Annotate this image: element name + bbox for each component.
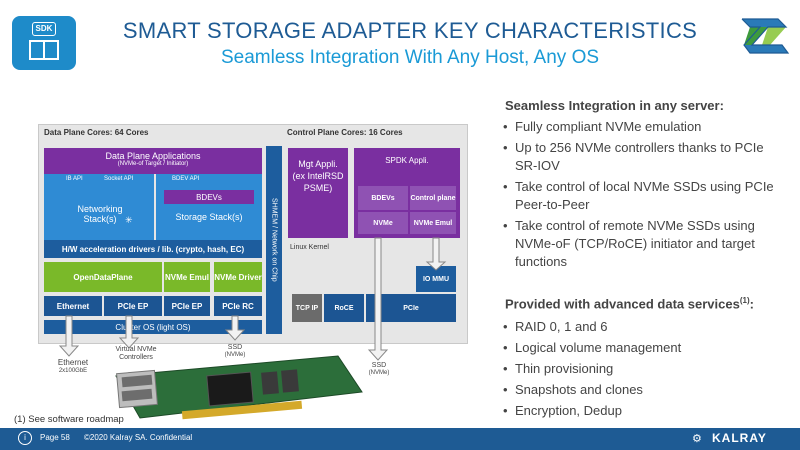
list-item: •Take control of local NVMe SSDs using P… xyxy=(503,179,774,212)
list-item: •Encryption, Dedup xyxy=(503,403,622,418)
linux-kernel-label: Linux Kernel xyxy=(290,244,329,251)
sdk-icon: SDK xyxy=(12,16,76,70)
footer-bar: i Page 58 ©2020 Kalray SA. Confidential … xyxy=(0,428,800,450)
integration-heading: Seamless Integration in any server: xyxy=(505,98,724,113)
nvme-emul-box: NVMe Emul xyxy=(164,262,210,292)
roce-box: RoCE xyxy=(324,294,364,322)
storage-stack-box xyxy=(156,174,262,240)
ethernet-speed-label: 2x100GbE xyxy=(58,368,88,374)
adapter-card-image xyxy=(115,355,363,420)
data-services-heading: Provided with advanced data services(1): xyxy=(505,296,754,312)
data-plane-apps-subtitle: (NVMe-of Target / Initiator) xyxy=(117,161,189,167)
shmem-label: SHMEM / Network on Chip xyxy=(270,198,278,282)
sdk-label: SDK xyxy=(32,22,56,36)
networking-stack-box xyxy=(44,174,154,240)
tcp-ip-box: TCP IP xyxy=(292,294,322,322)
spdk-appli-label: SPDK Appli. xyxy=(385,156,429,165)
cp-pcie-box: PCIe xyxy=(366,294,456,322)
storage-stack-label: Storage Stack(s) xyxy=(175,212,243,222)
bdevs-box: BDEVs xyxy=(164,190,254,204)
data-services-list: •RAID 0, 1 and 6 •Logical volume managem… xyxy=(503,318,785,420)
list-item: •Snapshots and clones xyxy=(503,382,643,397)
info-icon[interactable]: i xyxy=(18,431,32,445)
company-logo-icon xyxy=(741,18,790,54)
list-item: •Logical volume management xyxy=(503,340,682,355)
ssd-mid-sub-label: (NVMe) xyxy=(224,352,246,358)
ssd-right-sub-label: (NVMe) xyxy=(368,370,390,376)
box-icon xyxy=(29,40,59,60)
control-plane-box: Control plane xyxy=(410,186,456,210)
footnote: (1) See software roadmap xyxy=(14,414,124,425)
pcie-rc-box: PCIe RC xyxy=(214,296,262,316)
page-title: SMART STORAGE ADAPTER KEY CHARACTERISTIC… xyxy=(122,18,698,43)
list-item: •Fully compliant NVMe emulation xyxy=(503,119,702,134)
shmem-bar xyxy=(266,146,282,334)
ethernet-bottom-label: Ethernet xyxy=(57,358,89,367)
page-number: Page 58 xyxy=(40,433,70,442)
cp-bdevs-box: BDEVs xyxy=(358,186,408,210)
list-item: •Thin provisioning xyxy=(503,361,614,376)
cp-nvme-box: NVMe xyxy=(358,212,408,234)
data-plane-apps-box: Data Plane Applications (NVMe-of Target … xyxy=(44,148,262,174)
hw-acceleration-box: H/W acceleration drivers / lib. (crypto,… xyxy=(44,240,262,258)
brand-icon: ⚙ xyxy=(692,433,702,445)
cp-nvme-emul-box: NVMe Emul xyxy=(410,212,456,234)
socket-api-label: Socket API xyxy=(104,176,134,182)
open-data-plane-box: OpenDataPlane xyxy=(44,262,162,292)
page-subtitle: Seamless Integration With Any Host, Any … xyxy=(220,47,600,68)
integration-list: •Fully compliant NVMe emulation •Up to 2… xyxy=(503,118,785,271)
nvme-driver-box: NVMe Driver xyxy=(214,262,262,292)
pcie-ep-box-2: PCIe EP xyxy=(164,296,210,316)
list-item: •Up to 256 NVMe controllers thanks to PC… xyxy=(503,140,764,173)
ssd-mid-label: SSD xyxy=(227,344,243,351)
mgt-appli-box xyxy=(288,148,348,238)
list-item: •Take control of remote NVMe SSDs using … xyxy=(503,218,755,269)
ethernet-box: Ethernet xyxy=(44,296,102,316)
virtual-nvme-label: Virtual NVMe Controllers xyxy=(115,346,157,361)
control-plane-label: Control Plane Cores: 16 Cores xyxy=(287,128,403,137)
data-plane-apps-title: Data Plane Applications xyxy=(105,151,201,161)
cluster-os-box: Cluster OS (light OS) xyxy=(44,320,262,334)
mgt-appli-label: Mgt Appli. (ex IntelRSD PSME) xyxy=(292,159,344,193)
networking-stack-label: Networking Stack(s) xyxy=(77,204,123,224)
network-icon: ✳ xyxy=(125,215,133,225)
io-mmu-box: IO MMU xyxy=(416,266,456,292)
data-plane-label: Data Plane Cores: 64 Cores xyxy=(44,128,149,137)
ssd-right-label: SSD xyxy=(371,362,387,369)
bdev-api-label: BDEV API xyxy=(172,176,200,182)
list-item: •RAID 0, 1 and 6 xyxy=(503,319,608,334)
ib-api-label: IB API xyxy=(66,176,83,182)
copyright-text: ©2020 Kalray SA. Confidential xyxy=(84,433,193,442)
pcie-ep-box-1: PCIe EP xyxy=(104,296,162,316)
brand-logo: KALRAY xyxy=(712,431,767,445)
